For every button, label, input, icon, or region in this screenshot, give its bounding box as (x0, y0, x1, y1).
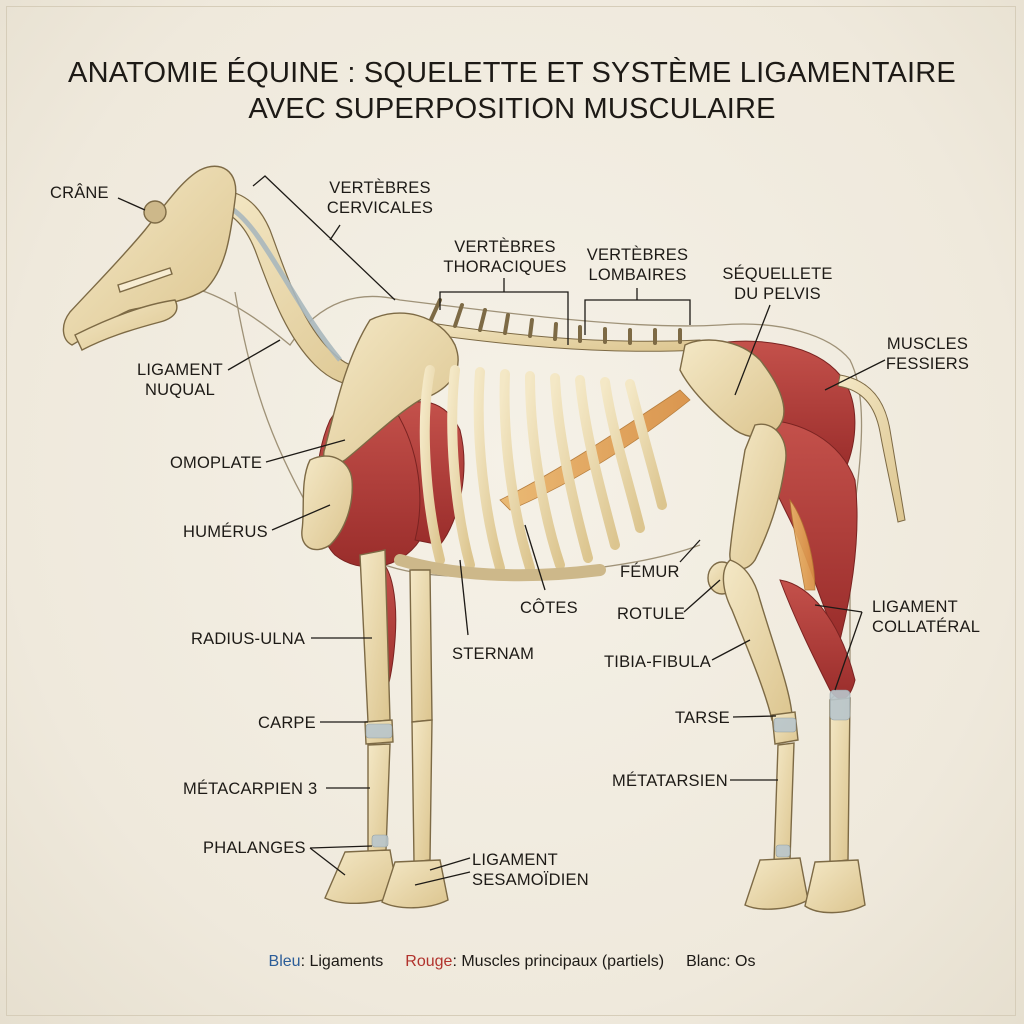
label-ligament-collateral-line2: COLLATÉRAL (872, 618, 981, 636)
fore-leg-2-lower (411, 719, 433, 863)
label-ligament-nuqual-line1: LIGAMENT (137, 361, 223, 379)
forelimb-upper (301, 312, 459, 551)
label-vertebres-lombaires-line1: VERTÈBRES (586, 246, 689, 264)
teeth (117, 267, 173, 293)
hind-foot-2 (829, 697, 851, 863)
label-cotes: CÔTES (520, 599, 578, 617)
label-ligament-nuqual: LIGAMENT NUQUAL (125, 360, 235, 400)
label-radius-ulna: RADIUS-ULNA (191, 630, 306, 648)
title-line-2: AVEC SUPERPOSITION MUSCULAIRE (248, 93, 776, 125)
label-pelvis-line1: SÉQUELLETE (722, 265, 833, 283)
spinous-processes (428, 298, 682, 345)
label-pelvis-line2: DU PELVIS (734, 285, 821, 303)
label-vertebres-thoraciques-line2: THORACIQUES (443, 258, 567, 276)
ribs (419, 365, 667, 573)
legend-red-key: Rouge (405, 953, 453, 970)
tarsal-ligament (773, 717, 797, 733)
label-muscles-fessiers-line1: MUSCLES (886, 335, 969, 353)
rib-cage (394, 365, 667, 582)
nuchal-ligament (223, 202, 342, 362)
label-ligament-collateral: LIGAMENT COLLATÉRAL (872, 597, 980, 637)
label-crane: CRÂNE (50, 184, 109, 202)
hind-hoof (744, 857, 809, 910)
fore-leg-2 (409, 569, 433, 723)
label-ligament-sesamoidien: LIGAMENT SESAMOÏDIEN (472, 850, 589, 890)
label-muscles-fessiers-line2: FESSIERS (885, 355, 970, 373)
label-metacarpien-3: MÉTACARPIEN 3 (183, 780, 318, 798)
label-sternam: STERNAM (452, 645, 535, 663)
label-vertebres-lombaires-line2: LOMBAIRES (588, 266, 687, 284)
legend-white-text: Blanc: Os (686, 953, 756, 970)
label-vertebres-lombaires: VERTÈBRES LOMBAIRES (570, 245, 705, 285)
label-ligament-sesamoidien-line1: LIGAMENT (472, 851, 558, 869)
jaw (74, 299, 178, 351)
color-legend: Bleu: Ligaments Rouge: Muscles principaux… (0, 953, 1024, 971)
label-muscles-fessiers: MUSCLES FESSIERS (870, 334, 985, 374)
carpal-ligament (365, 723, 393, 739)
radius-ulna-bone (359, 549, 391, 723)
leader-lines (117, 175, 886, 886)
label-vertebres-thoraciques: VERTÈBRES THORACIQUES (430, 237, 580, 277)
legend-blue-text: : Ligaments (300, 953, 384, 970)
label-ligament-collateral-line1: LIGAMENT (872, 598, 958, 616)
label-carpe: CARPE (258, 714, 316, 732)
label-metatarsien: MÉTATARSIEN (612, 772, 728, 790)
skull (62, 165, 237, 351)
tail-vertebrae (837, 374, 906, 523)
label-omoplate: OMOPLATE (170, 454, 263, 472)
label-ligament-sesamoidien-line2: SESAMOÏDIEN (472, 871, 589, 889)
hind-tendon (789, 498, 816, 591)
label-tarse: TARSE (675, 709, 730, 727)
humerus-bone (301, 455, 353, 551)
label-tibia-fibula: TIBIA-FIBULA (604, 653, 711, 671)
label-ligament-nuqual-line2: NUQUAL (145, 381, 215, 399)
label-vertebres-cervicales-line2: CERVICALES (326, 199, 434, 217)
sternum (394, 554, 606, 582)
hind-fetlock-ligament (775, 844, 791, 858)
femur-bone (729, 423, 787, 570)
label-vertebres-cervicales-line1: VERTÈBRES (329, 179, 431, 197)
label-femur: FÉMUR (620, 563, 680, 581)
title-line-1: ANATOMIE ÉQUINE : SQUELETTE ET SYSTÈME L… (68, 57, 956, 89)
label-vertebres-cervicales: VERTÈBRES CERVICALES (310, 178, 450, 218)
label-rotule: ROTULE (617, 605, 686, 623)
scapula (323, 312, 459, 465)
fore-hoof-2 (381, 859, 449, 909)
label-humerus: HUMÉRUS (183, 523, 268, 541)
pelvis (679, 339, 785, 438)
label-vertebres-thoraciques-line1: VERTÈBRES (454, 238, 556, 256)
label-pelvis: SÉQUELLETE DU PELVIS (710, 264, 845, 304)
label-phalanges: PHALANGES (203, 839, 306, 857)
fetlock-ligament (371, 834, 389, 848)
hind-hoof-2 (804, 859, 866, 914)
pelvis-bone (679, 339, 785, 438)
ligaments (365, 689, 851, 858)
hindlimb (707, 423, 866, 914)
legend-red-text: : Muscles principaux (partiels) (452, 953, 665, 970)
collateral-ligament-band (829, 689, 851, 721)
metatarsal (773, 742, 795, 863)
legend-blue-key: Bleu (268, 953, 301, 970)
forelimb-lower (324, 549, 449, 909)
eye-socket (143, 200, 167, 224)
page-title: ANATOMIE ÉQUINE : SQUELETTE ET SYSTÈME L… (0, 55, 1024, 127)
